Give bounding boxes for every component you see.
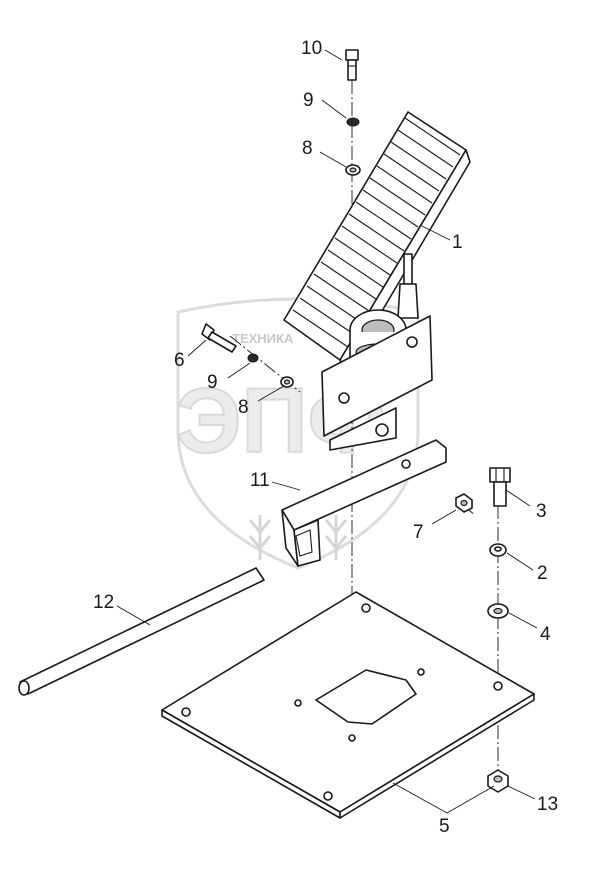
callout-11: 11 [250, 470, 270, 491]
callout-5: 5 [439, 816, 450, 837]
callout-6: 6 [174, 350, 185, 371]
pedal-ribs [292, 117, 461, 348]
part-2-lock-washer [489, 543, 507, 557]
watermark-wheat-icon [248, 515, 348, 560]
part-11-lever-bracket [281, 439, 447, 567]
part-5-base-plate [161, 591, 535, 819]
callout-4: 4 [540, 624, 551, 645]
callout-12: 12 [93, 592, 114, 613]
callout-9-top: 9 [303, 90, 314, 111]
part-10-bolt [345, 49, 359, 81]
part-12-rod [18, 567, 265, 696]
part-1-pedal [283, 111, 471, 451]
part-8-washer-side [280, 376, 294, 388]
callout-8-top: 8 [302, 138, 313, 159]
callout-2: 2 [537, 563, 548, 584]
callout-10: 10 [301, 38, 322, 59]
watermark-text: ТЕХНИКА [232, 331, 294, 346]
leader-lines [116, 49, 538, 814]
callout-13: 13 [537, 794, 558, 815]
part-8-washer-top [345, 164, 361, 176]
callout-3: 3 [536, 501, 547, 522]
callout-9-side: 9 [207, 372, 218, 393]
callout-1: 1 [452, 232, 463, 253]
part-9-lock-washer-side [247, 353, 259, 363]
part-13-nut [487, 769, 509, 793]
callout-labels: 10 9 8 1 6 9 8 11 7 3 2 4 12 5 13 [93, 38, 558, 837]
part-9-lock-washer-top [346, 117, 360, 127]
part-3-bolt [489, 467, 511, 507]
callout-7: 7 [413, 522, 424, 543]
part-7-nut [455, 493, 473, 513]
part-4-washer [487, 603, 509, 619]
callout-8-side: 8 [238, 397, 249, 418]
part-6-bolt [201, 323, 237, 353]
